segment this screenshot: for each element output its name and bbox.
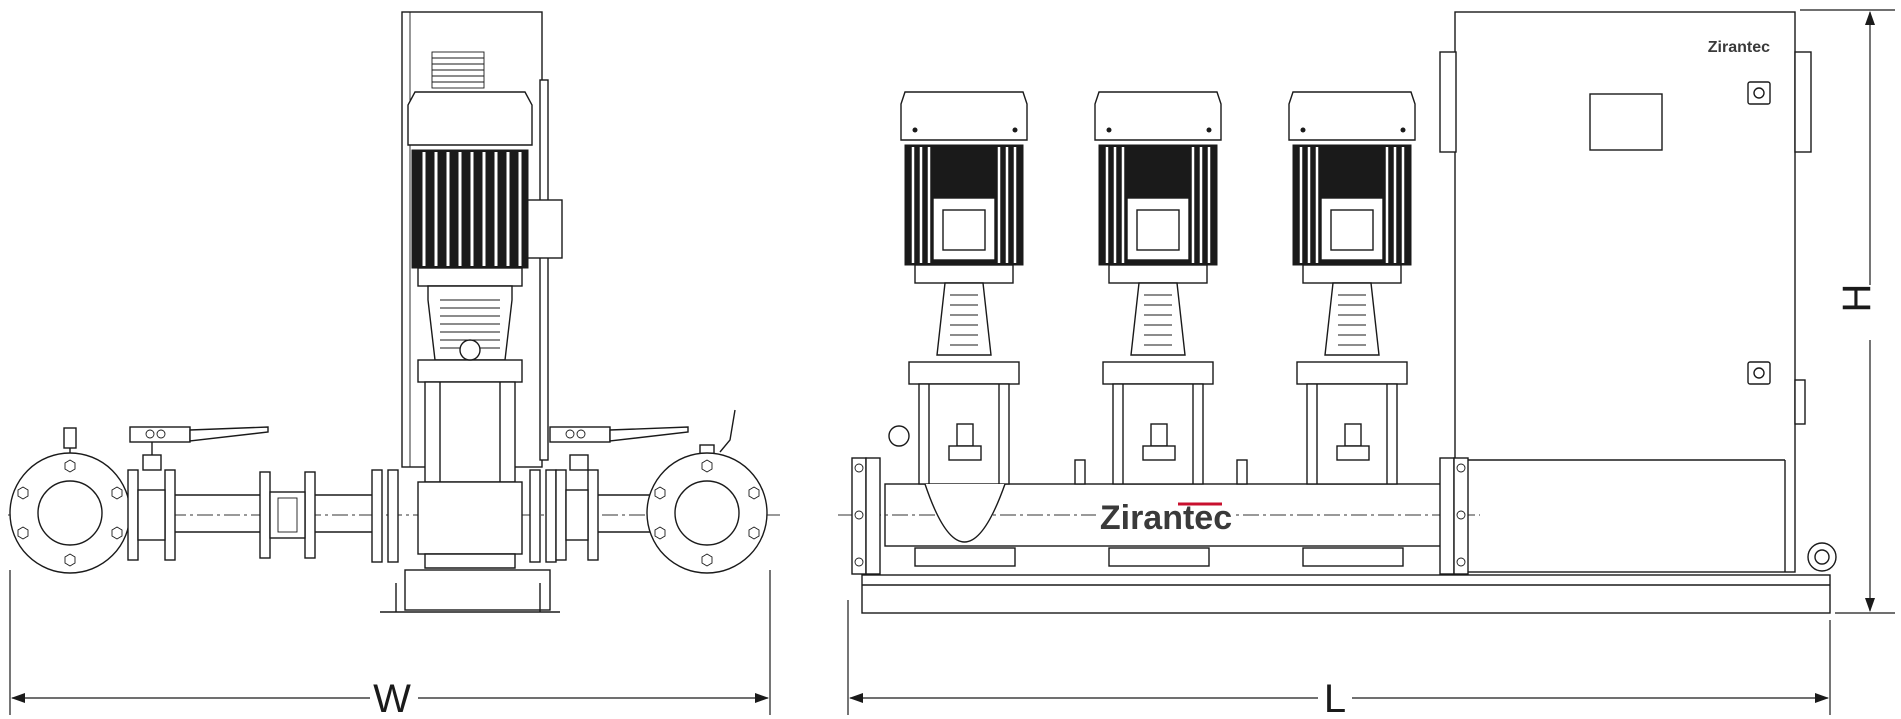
width-dimension: W	[9, 570, 771, 719]
check-valve-left	[259, 471, 316, 559]
control-panel-front: Zirantec	[1439, 11, 1837, 573]
width-label: W	[373, 677, 411, 719]
outlet-flange-right	[646, 452, 768, 574]
base-skid	[861, 574, 1831, 614]
inlet-flange-left	[9, 427, 131, 574]
pump-unit-2	[1094, 91, 1222, 567]
pump-column-side	[417, 285, 523, 569]
base-frame-side	[380, 569, 560, 613]
front-view: Zirantec Zirantec	[838, 9, 1895, 719]
butterfly-valve-left	[127, 426, 269, 561]
side-view: W	[8, 11, 780, 719]
panel-logo: Zirantec	[1708, 39, 1770, 56]
butterfly-valve-right	[549, 409, 736, 561]
flange-bolt-icon	[654, 459, 760, 567]
pump-unit-1	[888, 91, 1028, 567]
height-dimension: H	[1800, 9, 1895, 614]
pump-motor-side	[407, 91, 533, 287]
flange-bolt-icon	[17, 459, 123, 567]
vent-grille	[431, 51, 485, 89]
height-label: H	[1835, 284, 1879, 313]
pump-unit-3	[1288, 91, 1416, 567]
length-label: L	[1324, 677, 1346, 719]
panel-display	[1589, 93, 1663, 151]
length-dimension: L	[847, 600, 1831, 719]
